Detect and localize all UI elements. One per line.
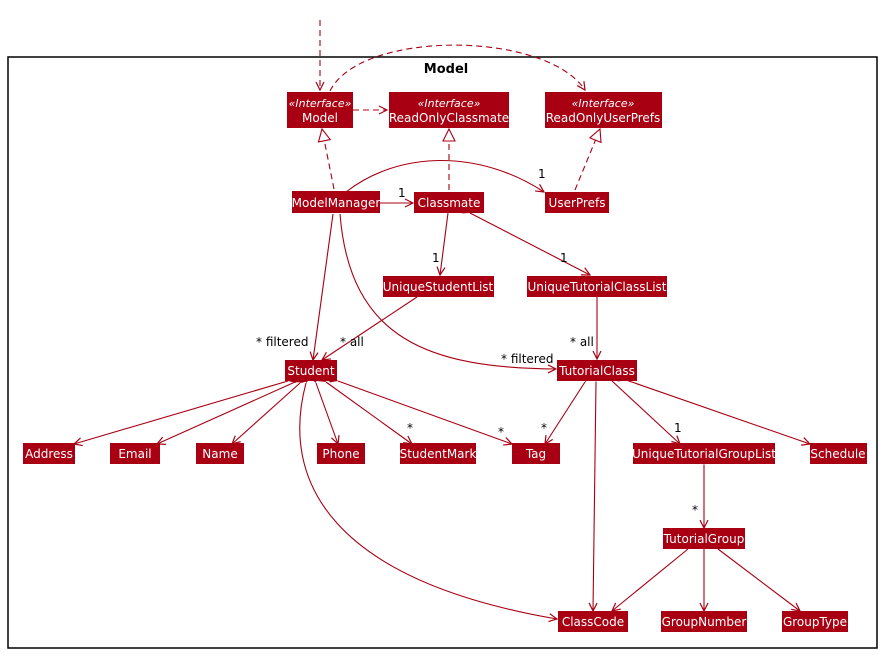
edge-tutorialgroup-grouptype: [718, 549, 800, 611]
edge-student-classcode: [299, 383, 557, 619]
class-unique-tutorial-class-list[interactable]: UniqueTutorialClassList: [527, 276, 667, 297]
interface-read-only-user-prefs[interactable]: «Interface» ReadOnlyUserPrefs: [545, 92, 662, 128]
tutorial-class-label: TutorialClass: [558, 364, 635, 378]
email-label: Email: [118, 447, 151, 461]
edge-classmate-uniquestudentlist: [440, 213, 448, 275]
user-prefs-label: UserPrefs: [549, 196, 606, 210]
mult-filtered-tc: * filtered: [501, 352, 553, 366]
class-model-manager[interactable]: ModelManager: [292, 191, 381, 213]
tag-label: Tag: [525, 447, 546, 461]
edge-student-tag: [338, 381, 512, 444]
address-label: Address: [25, 447, 73, 461]
classmate-label: Classmate: [418, 196, 481, 210]
class-email[interactable]: Email: [110, 443, 160, 464]
student-label: Student: [287, 364, 335, 378]
edge-modelmanager-userprefs: [345, 160, 544, 193]
group-number-label: GroupNumber: [662, 615, 747, 629]
class-group-type[interactable]: GroupType: [782, 611, 848, 632]
class-phone[interactable]: Phone: [317, 443, 365, 464]
mult-cm-utcl: 1: [560, 251, 568, 265]
class-tutorial-group[interactable]: TutorialGroup: [663, 528, 745, 549]
class-group-number[interactable]: GroupNumber: [661, 611, 747, 632]
class-unique-student-list[interactable]: UniqueStudentList: [383, 276, 494, 297]
edge-userprefs-realizes-readonlyuserprefs: [574, 129, 600, 191]
class-student[interactable]: Student: [285, 360, 337, 381]
class-user-prefs[interactable]: UserPrefs: [545, 192, 609, 213]
name-label: Name: [202, 447, 237, 461]
edge-student-studentmark: [326, 382, 412, 444]
schedule-label: Schedule: [810, 447, 865, 461]
edge-student-phone: [316, 383, 338, 444]
edge-uniquestudentlist-student: [322, 297, 417, 360]
unique-student-list-label: UniqueStudentList: [383, 280, 494, 294]
edge-tutorialclass-classcode: [593, 382, 596, 611]
class-classmate[interactable]: Classmate: [414, 192, 484, 213]
edge-student-address: [74, 381, 288, 444]
interface-model[interactable]: «Interface» Model: [287, 92, 353, 128]
mult-utgl-tg: *: [692, 503, 698, 517]
read-only-user-prefs-label: ReadOnlyUserPrefs: [546, 111, 661, 125]
unique-tutorial-group-list-label: UniqueTutorialGroupList: [632, 447, 776, 461]
edge-tutorialgroup-classcode: [612, 549, 688, 611]
mult-all-student: * all: [340, 335, 364, 349]
group-type-label: GroupType: [783, 615, 847, 629]
model-manager-label: ModelManager: [292, 196, 381, 210]
read-only-classmate-stereotype: «Interface»: [418, 97, 481, 110]
class-code-label: ClassCode: [562, 615, 624, 629]
edge-modelmanager-student: [313, 213, 334, 360]
unique-tutorial-class-list-label: UniqueTutorialClassList: [528, 280, 667, 294]
mult-student-tag: *: [498, 425, 504, 439]
phone-label: Phone: [322, 447, 359, 461]
class-tag[interactable]: Tag: [512, 443, 560, 464]
class-student-mark[interactable]: StudentMark: [400, 443, 477, 464]
mult-filtered-student: * filtered: [256, 335, 308, 349]
edge-student-name: [232, 383, 300, 444]
class-schedule[interactable]: Schedule: [810, 443, 867, 464]
mult-mm-userprefs: 1: [538, 167, 546, 181]
mult-student-mark: *: [407, 421, 413, 435]
mult-tc-tag: *: [541, 421, 547, 435]
class-address[interactable]: Address: [23, 443, 75, 464]
edge-tutorialclass-tag: [545, 382, 585, 444]
model-label: Model: [302, 111, 338, 125]
tutorial-group-label: TutorialGroup: [663, 532, 745, 546]
edge-tutorialclass-schedule: [626, 380, 810, 444]
edge-tutorialclass-uniquetutorialgrouplist: [612, 381, 680, 444]
class-unique-tutorial-group-list[interactable]: UniqueTutorialGroupList: [632, 443, 776, 464]
edge-modelmanager-realizes-model: [322, 129, 335, 190]
class-tutorial-class[interactable]: TutorialClass: [557, 360, 637, 381]
read-only-user-prefs-stereotype: «Interface»: [572, 97, 635, 110]
package-title: Model: [424, 62, 468, 77]
edge-classmate-uniquetutorialclasslist: [470, 213, 590, 275]
model-stereotype: «Interface»: [289, 97, 352, 110]
package-frame: [7, 56, 878, 649]
student-mark-label: StudentMark: [400, 447, 477, 461]
mult-mm-classmate: 1: [398, 186, 406, 200]
read-only-classmate-label: ReadOnlyClassmate: [389, 111, 509, 125]
class-class-code[interactable]: ClassCode: [558, 611, 628, 632]
class-name[interactable]: Name: [196, 443, 244, 464]
mult-tc-utgl: 1: [674, 421, 682, 435]
mult-cm-usl: 1: [432, 251, 440, 265]
mult-all-tc: * all: [570, 335, 594, 349]
interface-read-only-classmate[interactable]: «Interface» ReadOnlyClassmate: [389, 92, 509, 128]
